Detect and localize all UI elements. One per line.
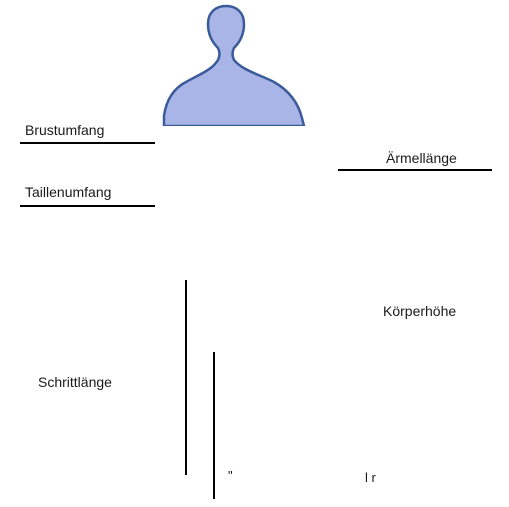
- inseam-label: Schrittlänge: [38, 374, 112, 390]
- height-label: Körperhöhe: [383, 303, 457, 319]
- height-line: [185, 280, 187, 475]
- chest-label: Brustumfang: [25, 122, 105, 138]
- sleeve-line: [338, 169, 492, 171]
- inseam-line: [213, 352, 215, 499]
- lr-mark: l r: [365, 470, 376, 485]
- chest-line: [20, 142, 155, 144]
- person-silhouette-icon: [162, 4, 306, 128]
- silhouette-shape: [162, 4, 306, 128]
- quote-mark: ": [228, 468, 233, 483]
- waist-line: [20, 205, 155, 207]
- sleeve-label: Ärmellänge: [386, 150, 457, 166]
- waist-label: Taillenumfang: [25, 184, 112, 200]
